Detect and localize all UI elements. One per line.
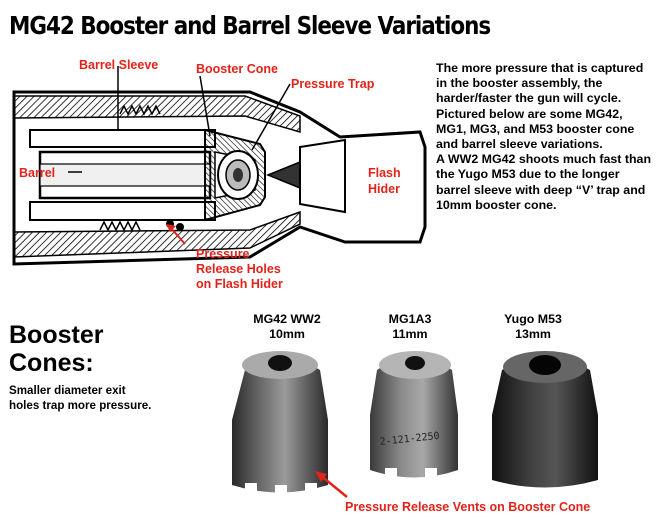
label-release-holes-line2: Release Holes: [196, 262, 281, 276]
cone-name-3: Yugo M53: [504, 312, 562, 326]
vent-label: Pressure Release Vents on Booster Cone: [345, 500, 591, 514]
cone-size-2: 11mm: [392, 327, 428, 341]
label-barrel: Barrel: [19, 166, 56, 180]
label-pressure-trap: Pressure Trap: [291, 77, 375, 91]
description-paragraph-1: The more pressure that is captured in th…: [436, 61, 644, 152]
cone-image-yugo-m53: [492, 351, 598, 488]
cone-name-2: MG1A3: [388, 312, 432, 326]
cone-size-1: 10mm: [269, 327, 305, 341]
label-release-holes-line1: Pressure: [196, 247, 250, 261]
label-booster-cone: Booster Cone: [196, 62, 278, 76]
cone-caption-1: MG42 WW2 10mm: [232, 312, 342, 342]
cone-image-mg1a3: 2-121-2250: [370, 351, 458, 478]
booster-cones-heading-line2: Cones:: [9, 349, 94, 377]
booster-cones-heading: Booster Cones:: [9, 321, 103, 377]
label-barrel-sleeve: Barrel Sleeve: [79, 58, 159, 72]
booster-cones-photo: 2-121-2250: [232, 351, 598, 498]
label-flash-hider-line2: Hider: [368, 182, 400, 196]
cone-caption-2: MG1A3 11mm: [355, 312, 465, 342]
description-paragraph-2: A WW2 MG42 shoots much fast than the Yug…: [436, 152, 652, 212]
label-flash-hider-line1: Flash: [368, 166, 401, 180]
cone-image-mg42: [232, 351, 328, 495]
booster-cones-heading-line1: Booster: [9, 321, 104, 349]
cutaway-diagram: [12, 66, 427, 266]
label-release-holes: Pressure Release Holes on Flash Hider: [196, 247, 283, 292]
cone-size-3: 13mm: [515, 327, 551, 341]
label-release-holes-line3: on Flash Hider: [196, 277, 283, 291]
booster-cones-subtitle-line1: Smaller diameter exit: [9, 384, 126, 397]
description: The more pressure that is captured in th…: [436, 61, 656, 213]
page-title: MG42 Booster and Barrel Sleeve Variation…: [9, 11, 491, 40]
cone-caption-3: Yugo M53 13mm: [478, 312, 588, 342]
label-flash-hider: Flash Hider: [368, 165, 401, 197]
booster-cones-subtitle-line2: holes trap more pressure.: [9, 398, 152, 412]
booster-cones-subtitle: Smaller diameter exit holes trap more pr…: [9, 384, 151, 413]
cone-name-1: MG42 WW2: [253, 312, 321, 326]
